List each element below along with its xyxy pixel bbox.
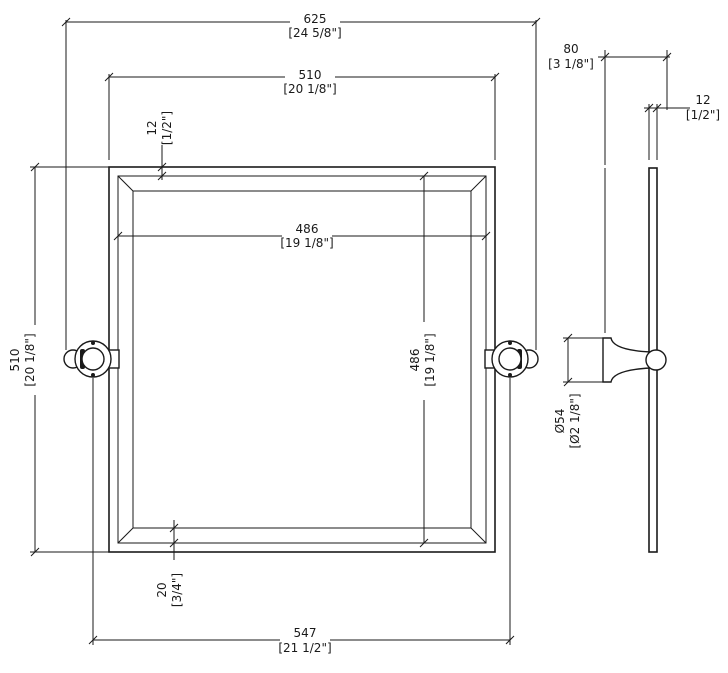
- side-knob: [645, 349, 667, 371]
- bevel-tr: [470, 175, 487, 192]
- right-rosette-center: [498, 347, 522, 371]
- right-screw-bottom: [508, 373, 512, 377]
- bracket-spacing-in: [21 1/2"]: [278, 641, 331, 655]
- right-screw-top: [508, 341, 512, 345]
- bottom-gap-mm: 20: [155, 582, 169, 597]
- bevel-bl: [117, 527, 134, 544]
- side-thickness-in: [1/2"]: [686, 108, 720, 122]
- side-view: [602, 167, 667, 553]
- frame-width-in: [20 1/8"]: [283, 82, 336, 96]
- bracket-spacing-mm: 547: [294, 626, 317, 640]
- dim-overall-width: 625 [24 5/8"]: [61, 12, 541, 350]
- frame-width-mm: 510: [299, 68, 322, 82]
- overall-width-in: [24 5/8"]: [288, 26, 341, 40]
- mirror-glass: [132, 190, 472, 529]
- mount-diameter-in: [Ø2 1/8"]: [568, 393, 582, 448]
- dim-frame-height: 510 [20 1/8"]: [8, 162, 109, 557]
- frame-border-in: [1/2"]: [160, 111, 174, 145]
- side-wall-mount: [602, 337, 651, 383]
- dim-mirror-height: 486 [19 1/8"]: [408, 171, 437, 548]
- projection-mm: 80: [563, 42, 578, 56]
- dim-bottom-gap: 20 [3/4"]: [155, 520, 184, 607]
- left-rosette-center: [81, 347, 105, 371]
- projection-in: [3 1/8"]: [548, 57, 594, 71]
- dim-bracket-spacing: 547 [21 1/2"]: [88, 378, 515, 655]
- frame-height-in: [20 1/8"]: [23, 333, 37, 386]
- mirror-height-mm: 486: [408, 349, 422, 372]
- bevel-br: [470, 527, 487, 544]
- dim-projection: 80 [3 1/8"]: [548, 42, 672, 165]
- frame-height-mm: 510: [8, 349, 22, 372]
- dim-mount-diameter: Ø54 [Ø2 1/8"]: [553, 333, 603, 449]
- overall-width-mm: 625: [304, 12, 327, 26]
- right-bracket: [484, 340, 539, 378]
- bevel-tl: [117, 175, 134, 192]
- bottom-gap-in: [3/4"]: [170, 573, 184, 607]
- dim-mirror-width: 486 [19 1/8"]: [113, 222, 491, 250]
- mirror-height-in: [19 1/8"]: [423, 333, 437, 386]
- left-screw-bottom: [91, 373, 95, 377]
- dim-frame-width: 510 [20 1/8"]: [104, 68, 500, 160]
- mirror-width-in: [19 1/8"]: [280, 236, 333, 250]
- side-thickness-mm: 12: [695, 93, 710, 107]
- dim-frame-border: 12 [1/2"]: [145, 111, 174, 181]
- left-bracket: [63, 340, 120, 378]
- dim-side-thickness: 12 [1/2"]: [644, 93, 720, 160]
- mount-diameter-mm: Ø54: [553, 409, 567, 434]
- frame-border-mm: 12: [145, 120, 159, 135]
- left-screw-top: [91, 341, 95, 345]
- mirror-width-mm: 486: [296, 222, 319, 236]
